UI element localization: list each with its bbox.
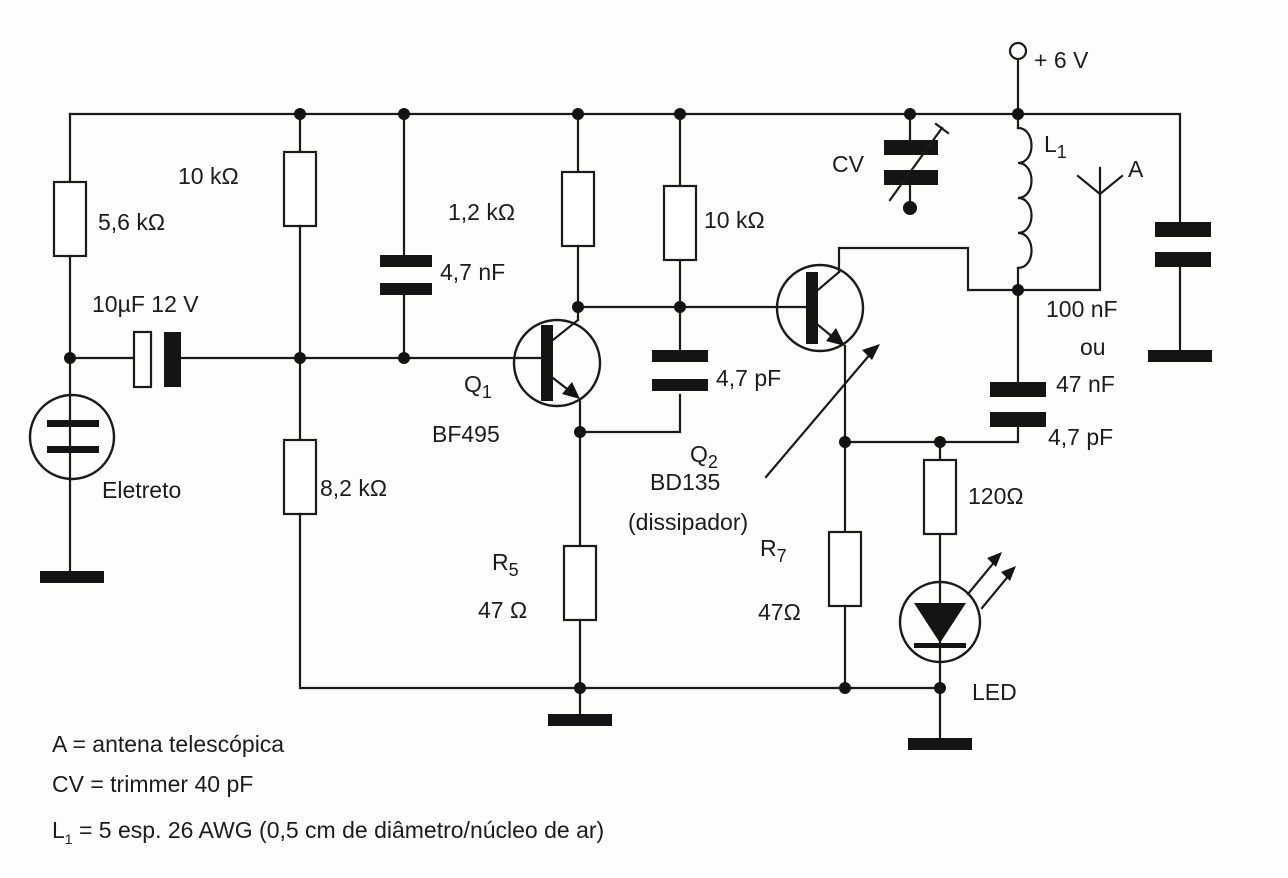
resistor-8k2-value: 8,2 kΩ [320,475,387,501]
supply-label: + 6 V [1034,47,1089,73]
decoupling-value-or: ou [1080,334,1106,360]
resistor-10k-q2: 10 kΩ [576,112,780,309]
ground-icon [1148,350,1212,362]
decoupling-value-2: 47 nF [1056,371,1115,397]
ground-icon [908,738,972,750]
resistor-120-value: 120Ω [968,483,1024,509]
capacitor-10uf-value: 10µF 12 V [92,291,199,317]
resistor-120: 120Ω [922,440,1024,584]
q1-part: BF495 [432,421,500,447]
resistor-5k6-value: 5,6 kΩ [98,209,165,235]
antenna: A [1016,156,1144,292]
q1-ref: Q1 [464,371,492,402]
q2-ref: Q2 [690,441,718,472]
legend-antenna: A = antena telescópica [52,731,284,757]
inductor-l1: L1 [1016,112,1067,292]
supply-terminal-icon [1008,41,1028,61]
legend: A = antena telescópica CV = trimmer 40 p… [52,731,604,847]
electret-microphone: Eletreto [28,356,181,583]
legend-inductor: L1 = 5 esp. 26 AWG (0,5 cm de diâmetro/n… [52,817,604,847]
r7-ref: R7 [760,535,787,566]
resistor-1k2-value: 1,2 kΩ [448,199,515,225]
r7-value: 47Ω [758,599,801,625]
coil-icon [1016,126,1033,270]
q2-part: BD135 [650,469,720,495]
microphone-label: Eletreto [102,477,181,503]
led-label: LED [972,679,1017,705]
resistor-10k-q2-value: 10 kΩ [704,207,765,233]
antenna-ref: A [1128,156,1144,182]
resistor-8k2: 8,2 kΩ [282,356,942,690]
trimmer-cv: CV [832,112,950,210]
capacitor-4p7-output-value: 4,7 pF [1048,424,1113,450]
resistor-body-icon [52,180,88,258]
resistor-10k-bias: 10 kΩ [178,112,318,360]
legend-trimmer: CV = trimmer 40 pF [52,771,253,797]
transistor-q1: Q1 BF495 [432,305,602,447]
transistor-q2: Q2 BD135 (dissipador) [628,246,1020,535]
r5-ref: R5 [492,549,519,580]
capacitor-plus-plate-icon [132,330,153,389]
q2-note: (dissipador) [628,509,748,535]
resistor-10k-bias-value: 10 kΩ [178,163,239,189]
junction-dots [64,108,1024,694]
capacitor-4n7-value: 4,7 nF [440,259,505,285]
capacitor-4p7-feedback-value: 4,7 pF [716,365,781,391]
capacitor-4p7-output: 4,7 pF [843,288,1113,450]
npn-transistor-icon [512,318,602,408]
decoupling-value-1: 100 nF [1046,296,1118,322]
l1-ref: L1 [1044,131,1067,162]
resistor-5k6: 5,6 kΩ [52,112,165,360]
supply-rail: + 6 V [68,41,1182,224]
ground-icon [40,571,104,583]
capacitor-10uf: 10µF 12 V [68,291,302,389]
resistor-r7: R7 47Ω [758,440,863,690]
microphone-icon [28,393,116,481]
capacitor-4p7-feedback: 4,7 pF [652,305,781,391]
variable-arrow-icon [888,126,944,202]
resistor-1k2: 1,2 kΩ [448,112,596,309]
capacitor-decoupling: 100 nF ou 47 nF [1046,222,1212,397]
r5-value: 47 Ω [478,597,527,623]
cv-ref: CV [832,151,865,177]
led: LED [898,552,1017,750]
capacitor-4n7: 4,7 nF [298,112,520,360]
resistor-r5: R5 47 Ω [478,393,682,726]
antenna-icon [1076,174,1102,196]
ground-icon [548,714,612,726]
